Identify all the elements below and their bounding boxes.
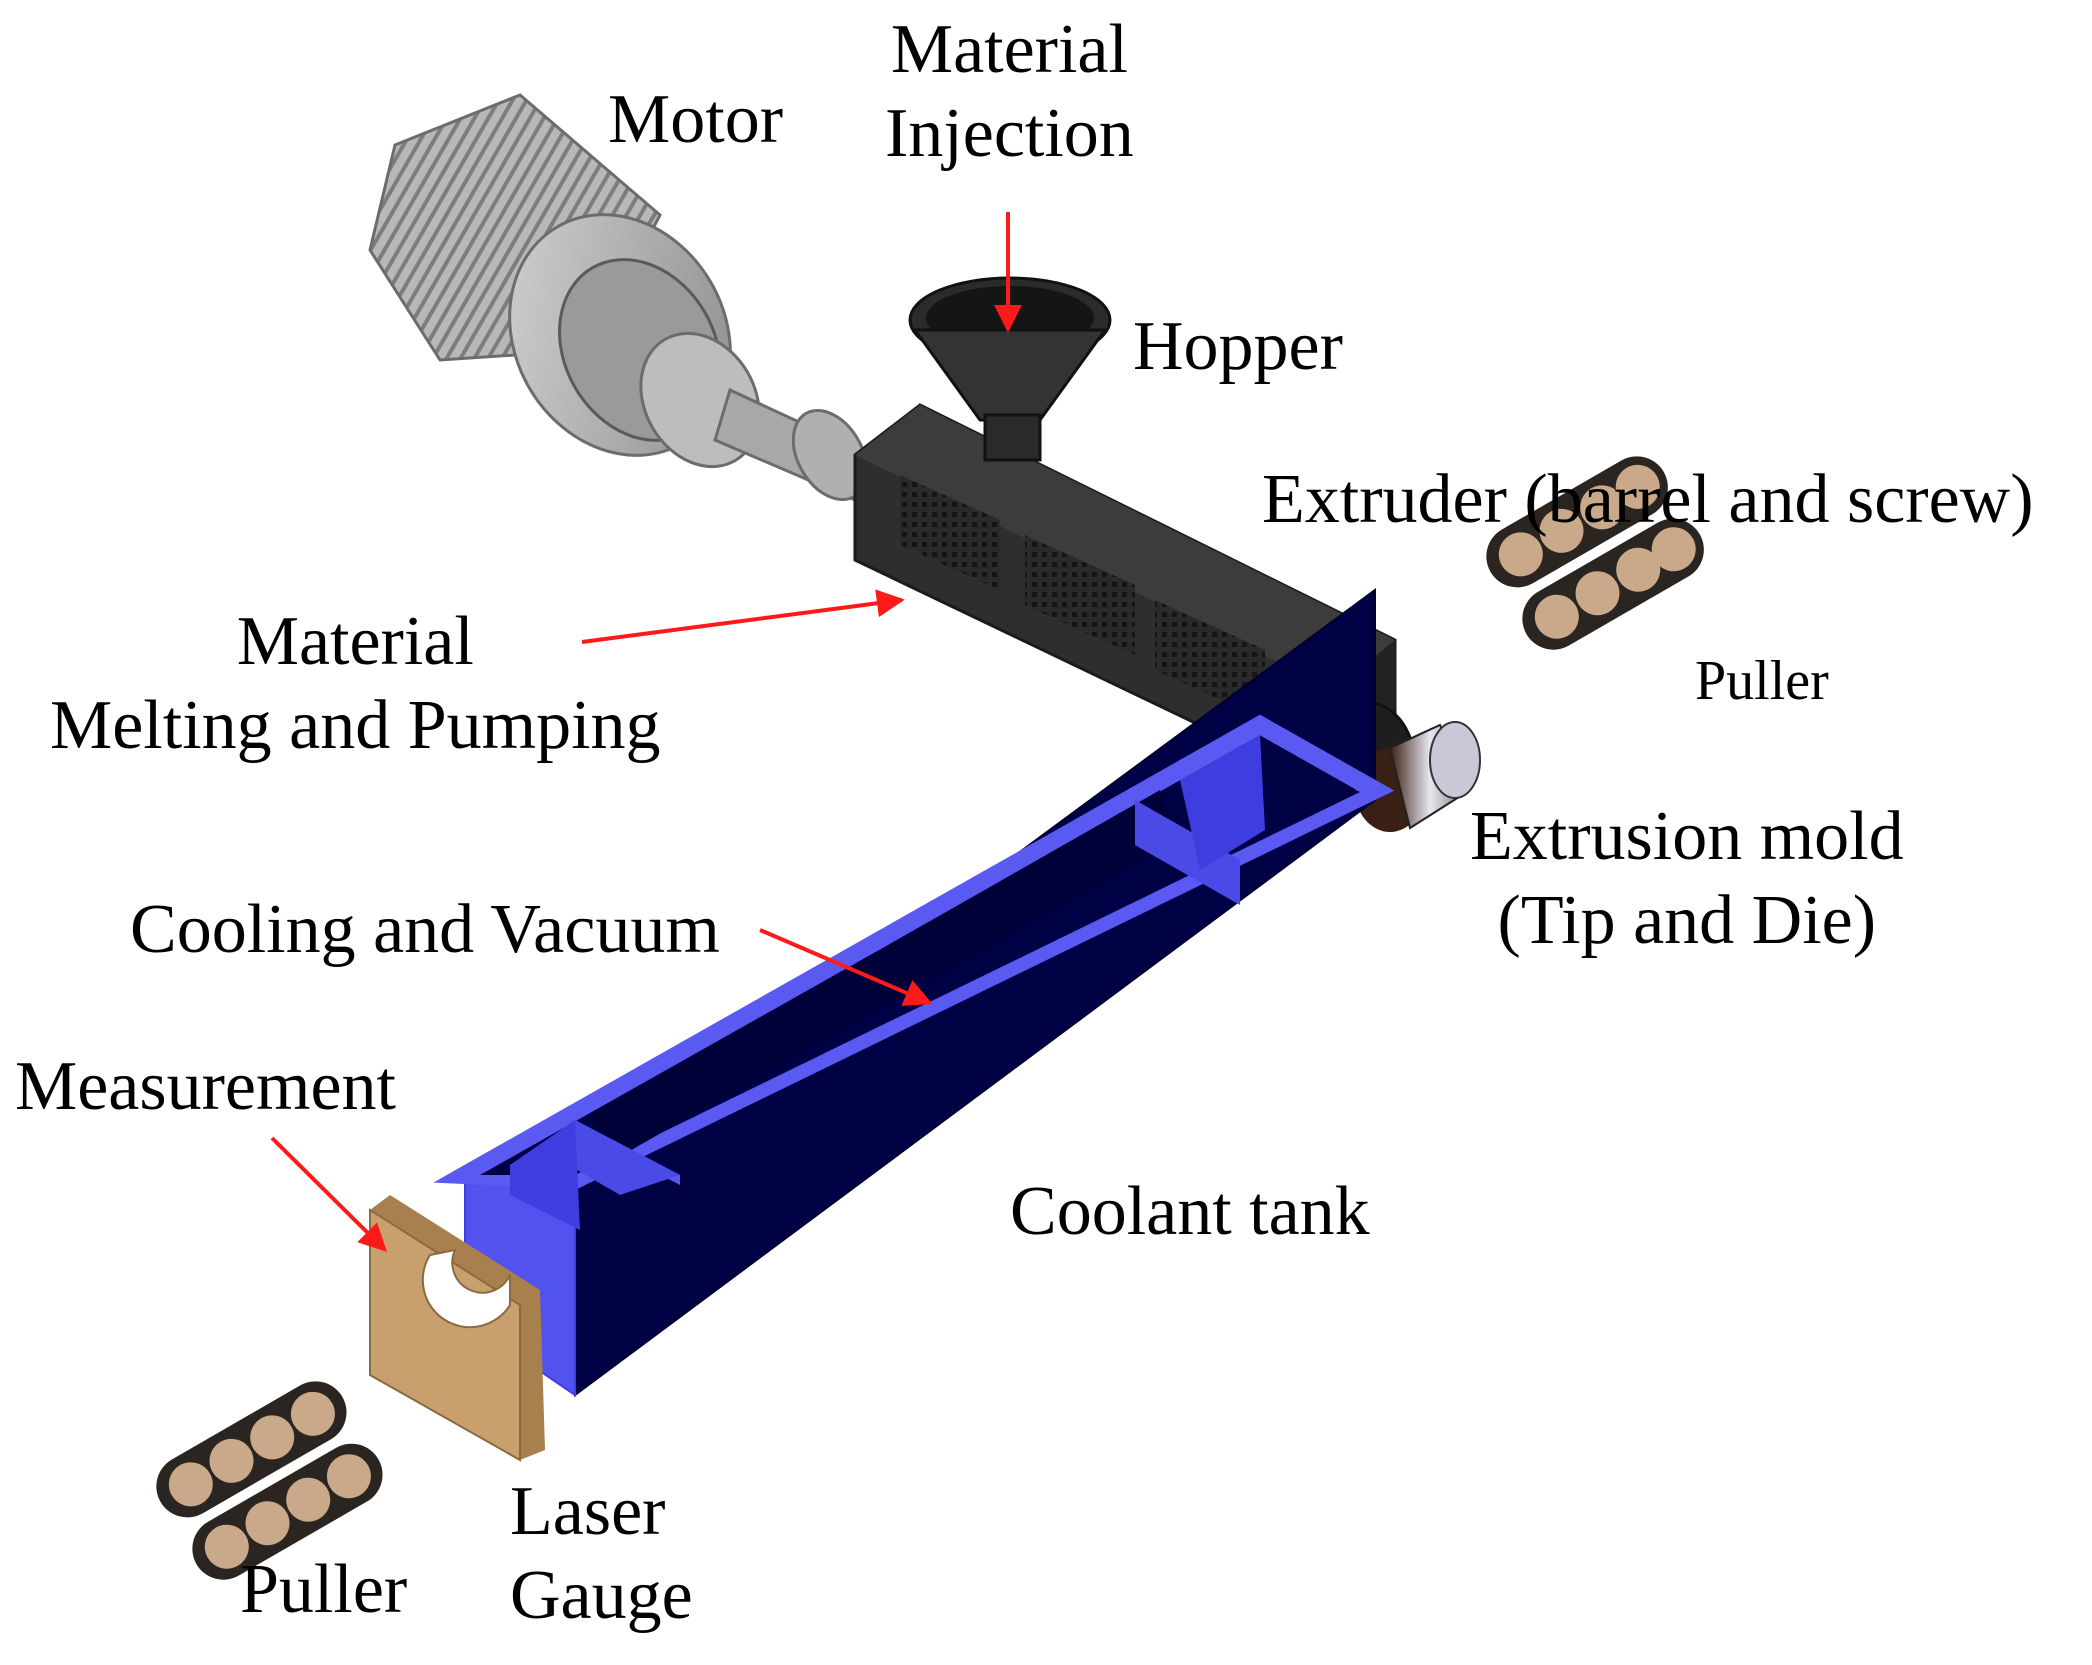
label-extruder: Extruder (barrel and screw) [1262, 461, 2034, 538]
label-material-melting-line1: Material [236, 603, 474, 680]
laser-gauge [369, 1195, 545, 1462]
label-cooling-vacuum: Cooling and Vacuum [130, 891, 720, 968]
label-laser-gauge-line1: Laser [510, 1473, 666, 1550]
label-motor: Motor [608, 81, 783, 158]
label-coolant-tank: Coolant tank [1010, 1173, 1370, 1250]
label-material-melting-line2: Melting and Pumping [50, 687, 661, 764]
puller-top [1486, 456, 1704, 650]
label-laser-gauge-line2: Gauge [510, 1557, 693, 1634]
label-laser-gauge: Laser Gauge [510, 1470, 693, 1638]
label-extrusion-mold-line2: (Tip and Die) [1497, 882, 1877, 959]
label-measurement: Measurement [15, 1048, 396, 1125]
arrow-measurement [270, 1136, 387, 1252]
label-material-injection-line1: Material [890, 11, 1128, 88]
label-extrusion-mold: Extrusion mold (Tip and Die) [1470, 795, 1904, 963]
label-puller-top: Puller [1695, 650, 1829, 712]
puller-bottom [156, 1381, 383, 1580]
label-material-injection-line2: Injection [885, 95, 1134, 172]
label-material-melting: Material Melting and Pumping [50, 600, 661, 768]
arrow-material-melting [581, 589, 905, 644]
label-hopper: Hopper [1133, 308, 1343, 385]
label-puller-bottom: Puller [240, 1551, 408, 1628]
label-extrusion-mold-line1: Extrusion mold [1470, 798, 1904, 875]
motor [368, 93, 872, 503]
label-material-injection: Material Injection [885, 8, 1134, 176]
coolant-tank [433, 588, 1395, 1397]
arrow-cooling-vacuum [759, 928, 933, 1006]
